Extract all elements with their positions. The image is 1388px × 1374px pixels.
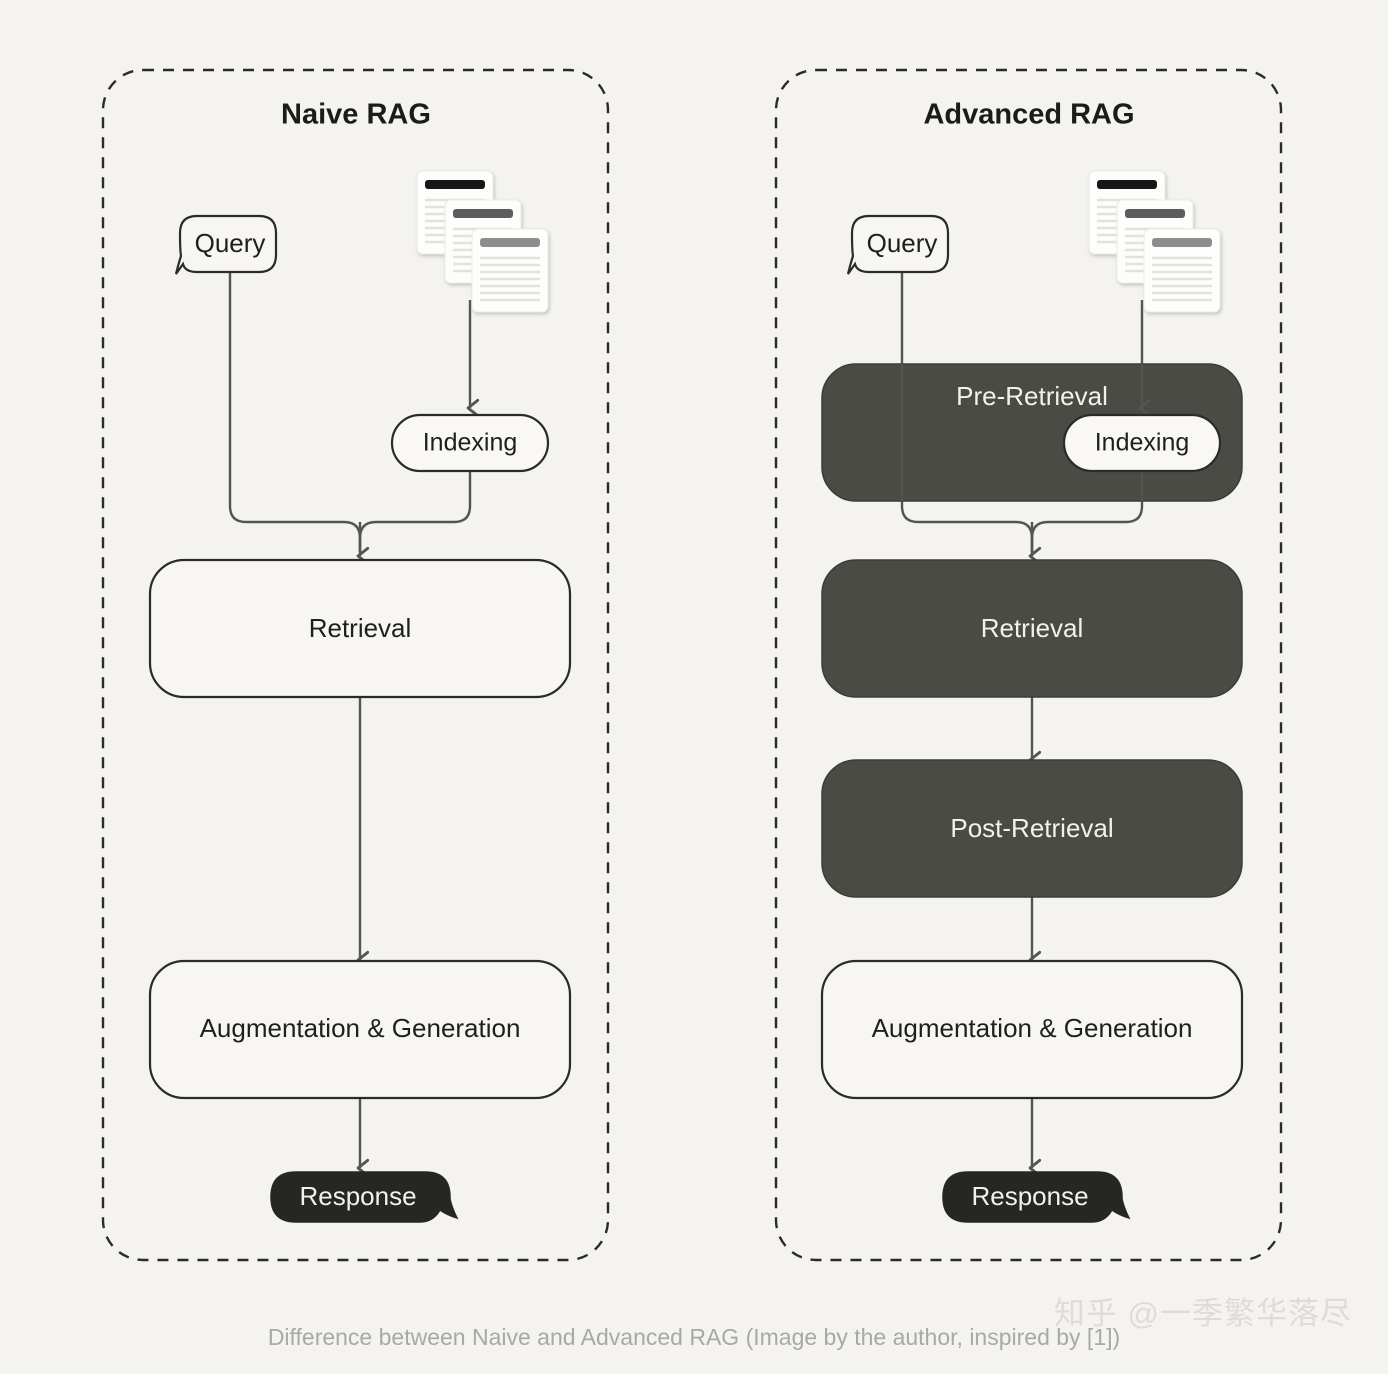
document-front-advanced: [1143, 228, 1221, 313]
node-indexing-label-advanced: Indexing: [1095, 429, 1190, 457]
panel-title-advanced: Advanced RAG: [923, 99, 1134, 131]
connector-query-to-retrieval-naive: [228, 272, 362, 552]
query-bubble-naive: Query: [174, 214, 278, 275]
node-pre-retrieval-label-advanced: Pre-Retrieval: [956, 381, 1108, 411]
response-bubble-label-naive: Response: [299, 1181, 416, 1211]
node-augmentation-advanced[interactable]: Augmentation & Generation: [820, 959, 1244, 1100]
node-retrieval-label-naive: Retrieval: [309, 613, 412, 643]
node-retrieval-advanced[interactable]: Retrieval: [821, 559, 1243, 698]
node-post-retrieval-advanced[interactable]: Post-Retrieval: [821, 759, 1243, 898]
node-augmentation-label-naive: Augmentation & Generation: [200, 1013, 521, 1043]
query-bubble-advanced: Query: [846, 214, 950, 275]
query-bubble-label-advanced: Query: [867, 228, 938, 258]
figure-caption: Difference between Naive and Advanced RA…: [267, 1324, 1121, 1350]
node-augmentation-label-advanced: Augmentation & Generation: [872, 1013, 1193, 1043]
node-indexing-advanced[interactable]: Indexing: [1062, 413, 1222, 473]
panel-naive-rag: Naive RAG Query: [101, 68, 610, 1262]
node-retrieval-label-advanced: Retrieval: [981, 613, 1084, 643]
panel-border-advanced: [774, 68, 1283, 1262]
response-bubble-naive: Response: [270, 1171, 459, 1223]
node-augmentation-naive[interactable]: Augmentation & Generation: [148, 959, 572, 1100]
panel-title-naive: Naive RAG: [281, 99, 431, 131]
panel-border-naive: [101, 68, 610, 1262]
node-retrieval-naive[interactable]: Retrieval: [148, 558, 572, 699]
node-post-retrieval-label-advanced: Post-Retrieval: [950, 813, 1113, 843]
documents-stack-icon-advanced: [1088, 170, 1221, 313]
documents-stack-icon-naive: [416, 170, 549, 313]
query-bubble-label-naive: Query: [195, 228, 266, 258]
response-bubble-label-advanced: Response: [971, 1181, 1088, 1211]
connector-indexing-to-retrieval-naive: [358, 470, 472, 552]
panel-advanced-rag: Advanced RAG Pre-Retrieval: [774, 68, 1283, 1262]
node-indexing-label-naive: Indexing: [423, 429, 518, 457]
watermark: 知乎 @一季繁华落尽: [1053, 1296, 1352, 1331]
node-indexing-naive[interactable]: Indexing: [390, 413, 550, 473]
document-front-naive: [471, 228, 549, 313]
response-bubble-advanced: Response: [942, 1171, 1131, 1223]
